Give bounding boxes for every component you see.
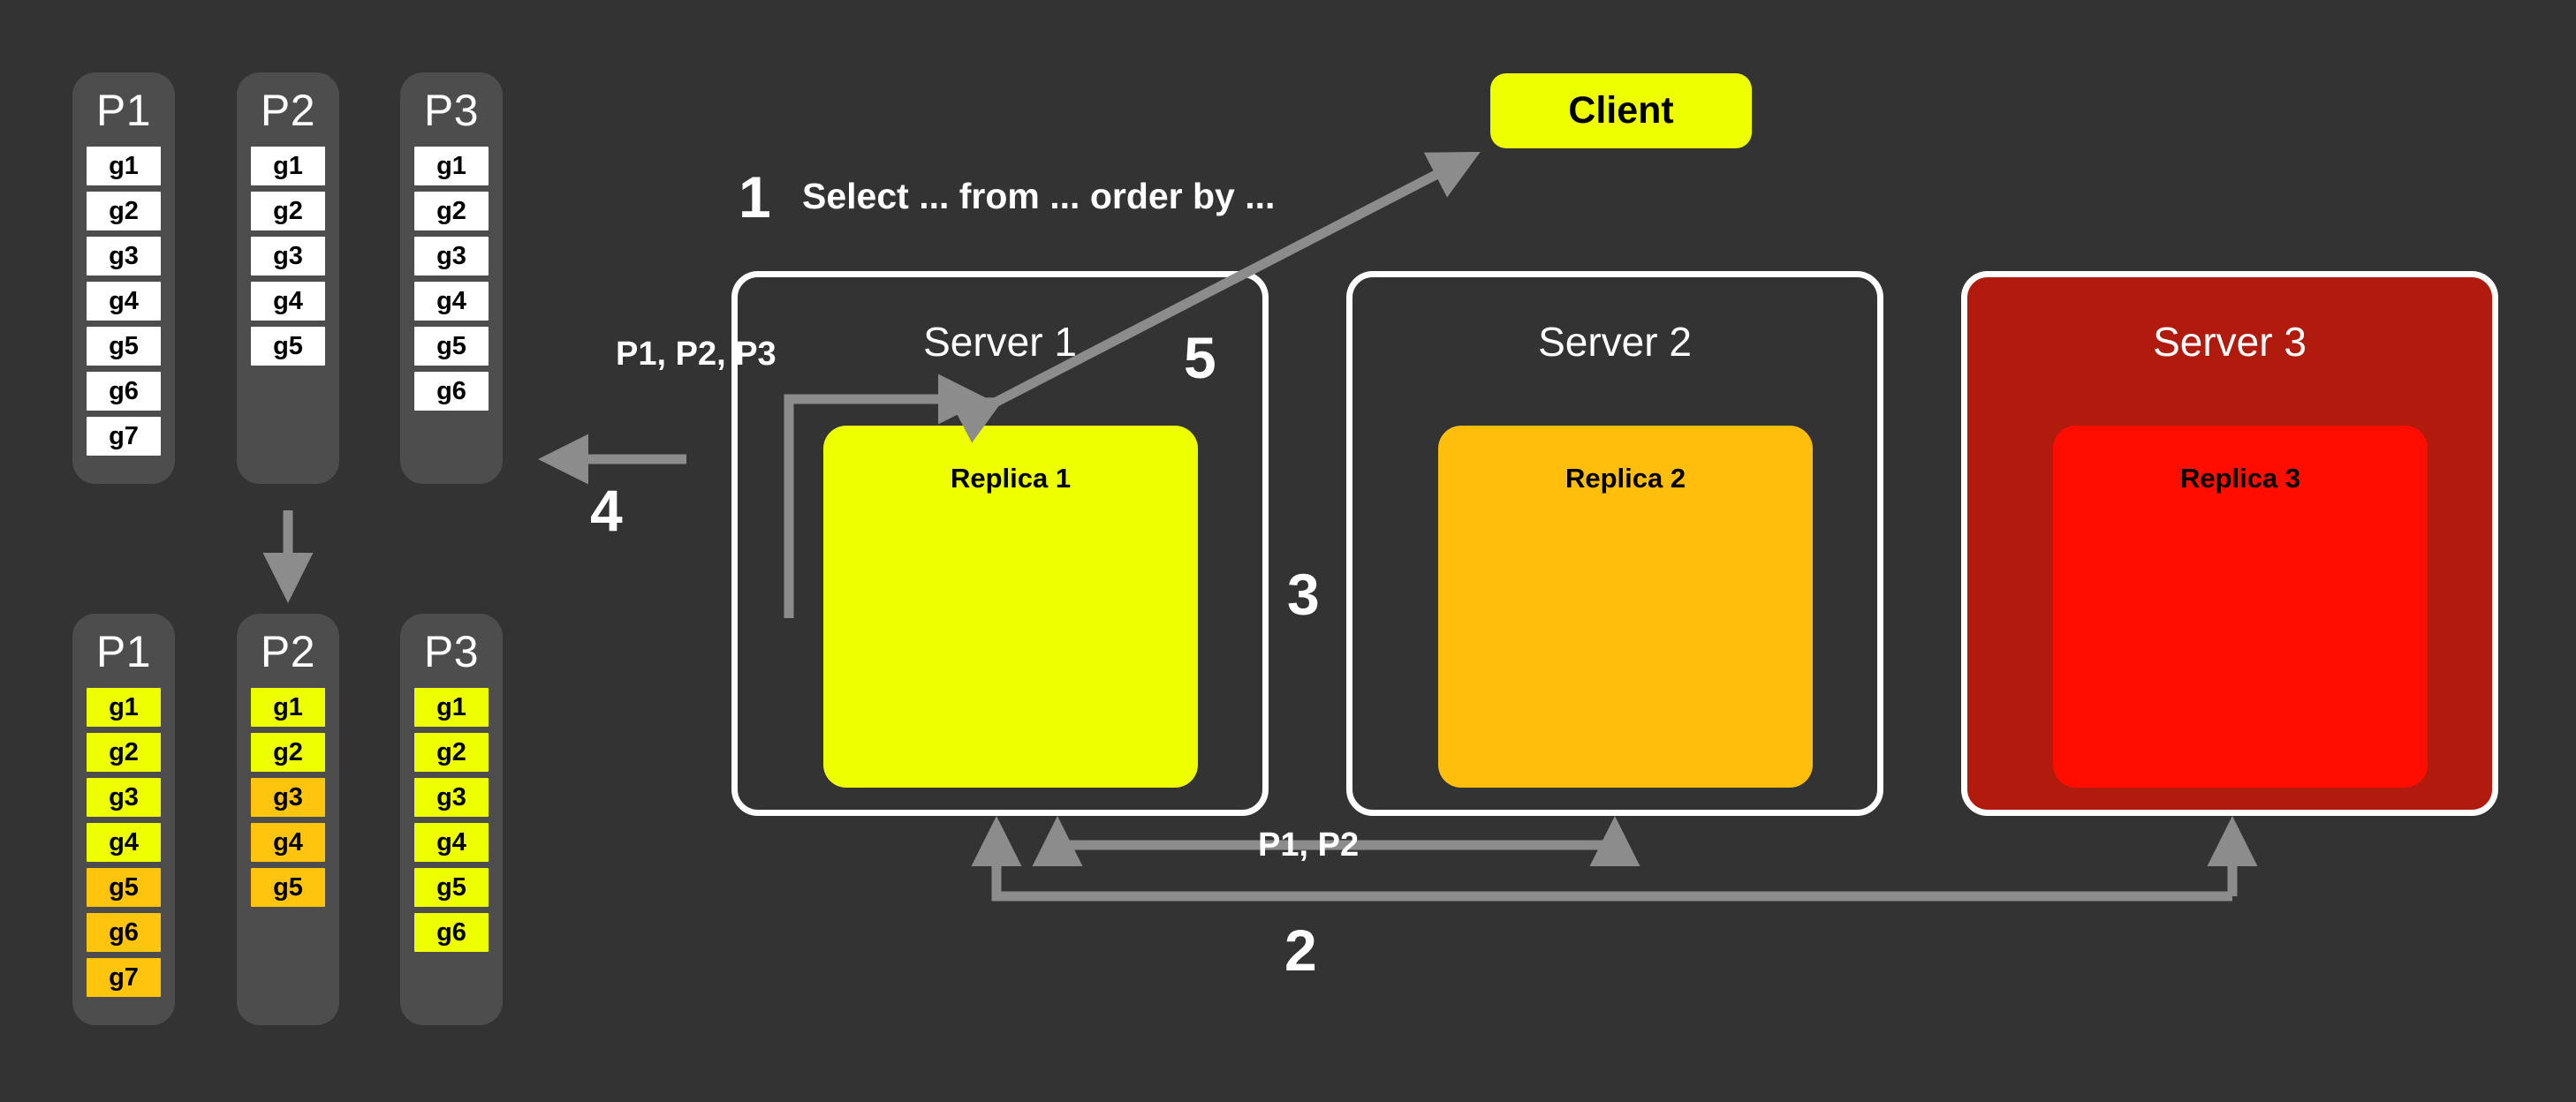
partition-cell: g2 [251, 192, 325, 230]
partition-cells: g1 g2 g3 g4 g5 g6 [414, 147, 489, 417]
partition-cell: g2 [414, 192, 489, 230]
partition-title: P1 [95, 86, 152, 135]
partition-cells: g1 g2 g3 g4 g5 [251, 688, 325, 913]
partition-cell: g3 [251, 237, 325, 276]
partition-cell: g5 [251, 868, 325, 907]
step-number-4: 4 [590, 478, 623, 543]
step-number-5: 5 [1184, 325, 1216, 390]
partition-column-p2-before: P2 g1 g2 g3 g4 g5 [237, 72, 339, 484]
partition-cell: g1 [414, 147, 489, 185]
partition-title: P2 [260, 627, 316, 676]
step-number-3: 3 [1287, 562, 1320, 627]
query-label: Select ... from ... order by ... [802, 176, 1276, 216]
partitions-all-label: P1, P2, P3 [616, 336, 777, 373]
replica-label: Replica 1 [950, 463, 1072, 494]
partition-column-p1-before: P1 g1 g2 g3 g4 g5 g6 g7 [72, 72, 175, 484]
client-node: Client [1490, 73, 1752, 148]
partition-title: P3 [423, 86, 480, 135]
partition-cell: g6 [87, 913, 161, 952]
partition-cell: g2 [414, 733, 489, 772]
partition-cell: g5 [251, 327, 325, 366]
server-2-box: Server 2 Replica 2 [1346, 271, 1883, 816]
partition-cell: g3 [414, 237, 489, 276]
partition-cell: g4 [414, 823, 489, 862]
partition-cell: g7 [87, 958, 161, 997]
server-3-box: Server 3 Replica 3 [1961, 271, 2498, 816]
step-number-1: 1 [739, 164, 771, 230]
partition-title: P3 [423, 627, 480, 676]
partition-cell: g4 [251, 823, 325, 862]
arrow-step-2-server3-to-server1 [971, 815, 2258, 902]
replica-label: Replica 2 [1565, 463, 1686, 494]
partition-cell: g7 [87, 417, 161, 456]
partition-cell: g5 [87, 868, 161, 907]
partition-cell: g3 [414, 778, 489, 817]
partition-cell: g4 [87, 823, 161, 862]
replica-1: Replica 1 [823, 426, 1198, 788]
partition-cell: g5 [87, 327, 161, 366]
step-number-2: 2 [1284, 917, 1317, 983]
partition-column-p1-after: P1 g1 g2 g3 g4 g5 g6 g7 [72, 614, 175, 1025]
partition-cell: g2 [87, 192, 161, 230]
replica-label: Replica 3 [2179, 463, 2301, 494]
client-label: Client [1568, 89, 1674, 132]
partition-title: P1 [95, 627, 152, 676]
partition-cell: g2 [251, 733, 325, 772]
partition-cells: g1 g2 g3 g4 g5 g6 [414, 688, 489, 958]
partition-column-p3-after: P3 g1 g2 g3 g4 g5 g6 [400, 614, 503, 1025]
partition-cells: g1 g2 g3 g4 g5 [251, 147, 325, 372]
partition-cell: g5 [414, 868, 489, 907]
server-title: Server 3 [2153, 319, 2307, 365]
partition-column-p3-before: P3 g1 g2 g3 g4 g5 g6 [400, 72, 503, 484]
partition-cell: g1 [251, 147, 325, 185]
partition-cell: g1 [414, 688, 489, 727]
partition-cell: g6 [414, 372, 489, 411]
partition-column-p2-after: P2 g1 g2 g3 g4 g5 [237, 614, 339, 1025]
partition-title: P2 [260, 86, 316, 135]
partition-cell: g4 [251, 282, 325, 321]
replica-3: Replica 3 [2053, 426, 2428, 788]
partition-cell: g5 [414, 327, 489, 366]
partition-cells: g1 g2 g3 g4 g5 g6 g7 [87, 147, 161, 462]
partition-cell: g2 [87, 733, 161, 772]
partition-cell: g3 [87, 237, 161, 276]
partition-cell: g1 [251, 688, 325, 727]
server-title: Server 2 [1538, 319, 1692, 365]
partition-cell: g1 [87, 147, 161, 185]
replica-2: Replica 2 [1438, 426, 1813, 788]
partition-cell: g1 [87, 688, 161, 727]
partitions-two-label: P1, P2 [1258, 826, 1360, 864]
partition-cell: g3 [87, 778, 161, 817]
partition-cell: g4 [414, 282, 489, 321]
partition-cell: g4 [87, 282, 161, 321]
partition-cells: g1 g2 g3 g4 g5 g6 g7 [87, 688, 161, 1003]
partition-cell: g3 [251, 778, 325, 817]
partition-cell: g6 [87, 372, 161, 411]
partition-cell: g6 [414, 913, 489, 952]
